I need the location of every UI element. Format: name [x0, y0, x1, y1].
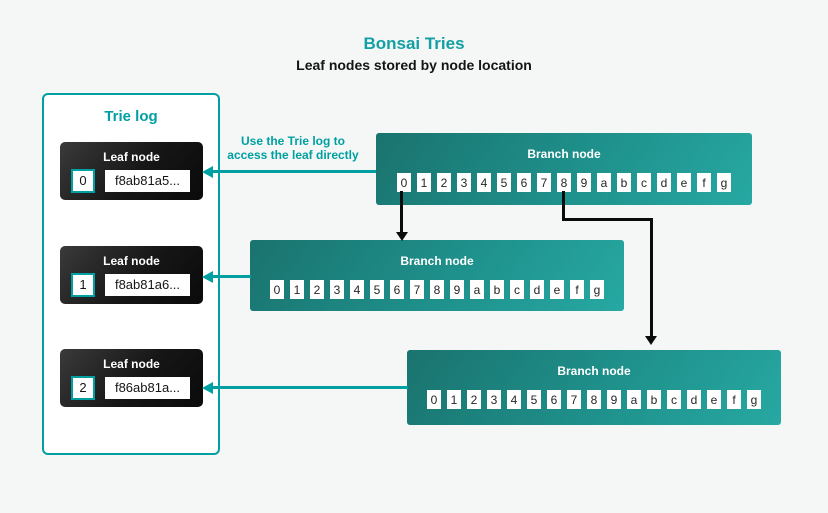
branch-cell: a	[470, 280, 484, 299]
arrow-head-left-icon	[202, 271, 213, 283]
branch-cell: 7	[410, 280, 424, 299]
arrow-head-left-icon	[202, 166, 213, 178]
leaf-hash-value: f8ab81a6...	[105, 274, 190, 296]
branch-cell: 7	[567, 390, 581, 409]
branch-cell: a	[627, 390, 641, 409]
arrow-segment	[562, 191, 565, 221]
branch-cell: e	[677, 173, 691, 192]
branch-cell: 6	[390, 280, 404, 299]
branch-cell: f	[697, 173, 711, 192]
branch-cell: 5	[527, 390, 541, 409]
branch-cell: c	[510, 280, 524, 299]
branch-cell: 8	[557, 173, 571, 192]
branch-cell: c	[637, 173, 651, 192]
leaf-index-cell: 1	[71, 273, 95, 297]
branch-cell: 0	[427, 390, 441, 409]
branch-cell: 0	[397, 173, 411, 192]
branch-cell: d	[530, 280, 544, 299]
branch-cell: 4	[477, 173, 491, 192]
branch-cell: g	[747, 390, 761, 409]
title-block: Bonsai Tries Leaf nodes stored by node l…	[0, 34, 828, 73]
arrow-head-left-icon	[202, 382, 213, 394]
branch-cell: 1	[417, 173, 431, 192]
diagram-subtitle: Leaf nodes stored by node location	[296, 57, 532, 73]
branch-cell: d	[687, 390, 701, 409]
leaf-node-label: Leaf node	[103, 357, 160, 371]
branch-cell: f	[727, 390, 741, 409]
branch-cell: 4	[350, 280, 364, 299]
branch-cell: b	[617, 173, 631, 192]
branch-cell: 9	[450, 280, 464, 299]
branch-cell: 3	[457, 173, 471, 192]
leaf-hash-value: f8ab81a5...	[105, 170, 190, 192]
branch-cell: 3	[330, 280, 344, 299]
arrow-segment	[212, 275, 251, 278]
branch-cell: 8	[430, 280, 444, 299]
trie-log-title: Trie log	[104, 108, 158, 125]
branch-cell: 2	[437, 173, 451, 192]
branch-cell: 1	[290, 280, 304, 299]
arrow-head-down-icon	[396, 232, 408, 241]
arrow-segment	[650, 218, 653, 337]
branch-cell: b	[647, 390, 661, 409]
arrow-segment	[212, 386, 408, 389]
branch-node-label: Branch node	[527, 147, 601, 161]
arrow-head-down-icon	[645, 336, 657, 345]
branch-cell: d	[657, 173, 671, 192]
branch-cell: c	[667, 390, 681, 409]
branch-node-label: Branch node	[557, 364, 631, 378]
branch-cell: g	[590, 280, 604, 299]
branch-cell: 4	[507, 390, 521, 409]
branch-cell: e	[550, 280, 564, 299]
annotation-line-1: Use the Trie log to	[240, 134, 345, 148]
branch-cell: 6	[517, 173, 531, 192]
leaf-node-0: Leaf node 0 f8ab81a5...	[60, 142, 203, 200]
leaf-node-label: Leaf node	[103, 254, 160, 268]
annotation-line-2: access the leaf directly	[227, 148, 359, 162]
branch-cell: 2	[467, 390, 481, 409]
arrow-segment	[212, 170, 376, 173]
branch-cell: 5	[497, 173, 511, 192]
arrow-segment	[400, 191, 403, 233]
leaf-index-cell: 2	[71, 376, 95, 400]
leaf-node-2: Leaf node 2 f86ab81a...	[60, 349, 203, 407]
branch-cell: 7	[537, 173, 551, 192]
branch-cell: f	[570, 280, 584, 299]
arrow-segment	[562, 218, 653, 221]
branch-cell: e	[707, 390, 721, 409]
branch-node-label: Branch node	[400, 254, 474, 268]
branch-cell: 9	[607, 390, 621, 409]
branch-cell: g	[717, 173, 731, 192]
branch-cell: 1	[447, 390, 461, 409]
branch-cell: 3	[487, 390, 501, 409]
annotation-text: Use the Trie log to access the leaf dire…	[222, 134, 364, 162]
branch-cell: 0	[270, 280, 284, 299]
branch-cell: 9	[577, 173, 591, 192]
branch-cell: 2	[310, 280, 324, 299]
branch-cell: b	[490, 280, 504, 299]
branch-cell: 6	[547, 390, 561, 409]
branch-cell: 5	[370, 280, 384, 299]
leaf-hash-value: f86ab81a...	[105, 377, 190, 399]
leaf-node-label: Leaf node	[103, 150, 160, 164]
diagram-title: Bonsai Tries	[363, 34, 465, 53]
branch-cell: 8	[587, 390, 601, 409]
branch-cell: a	[597, 173, 611, 192]
leaf-index-cell: 0	[71, 169, 95, 193]
leaf-node-1: Leaf node 1 f8ab81a6...	[60, 246, 203, 304]
